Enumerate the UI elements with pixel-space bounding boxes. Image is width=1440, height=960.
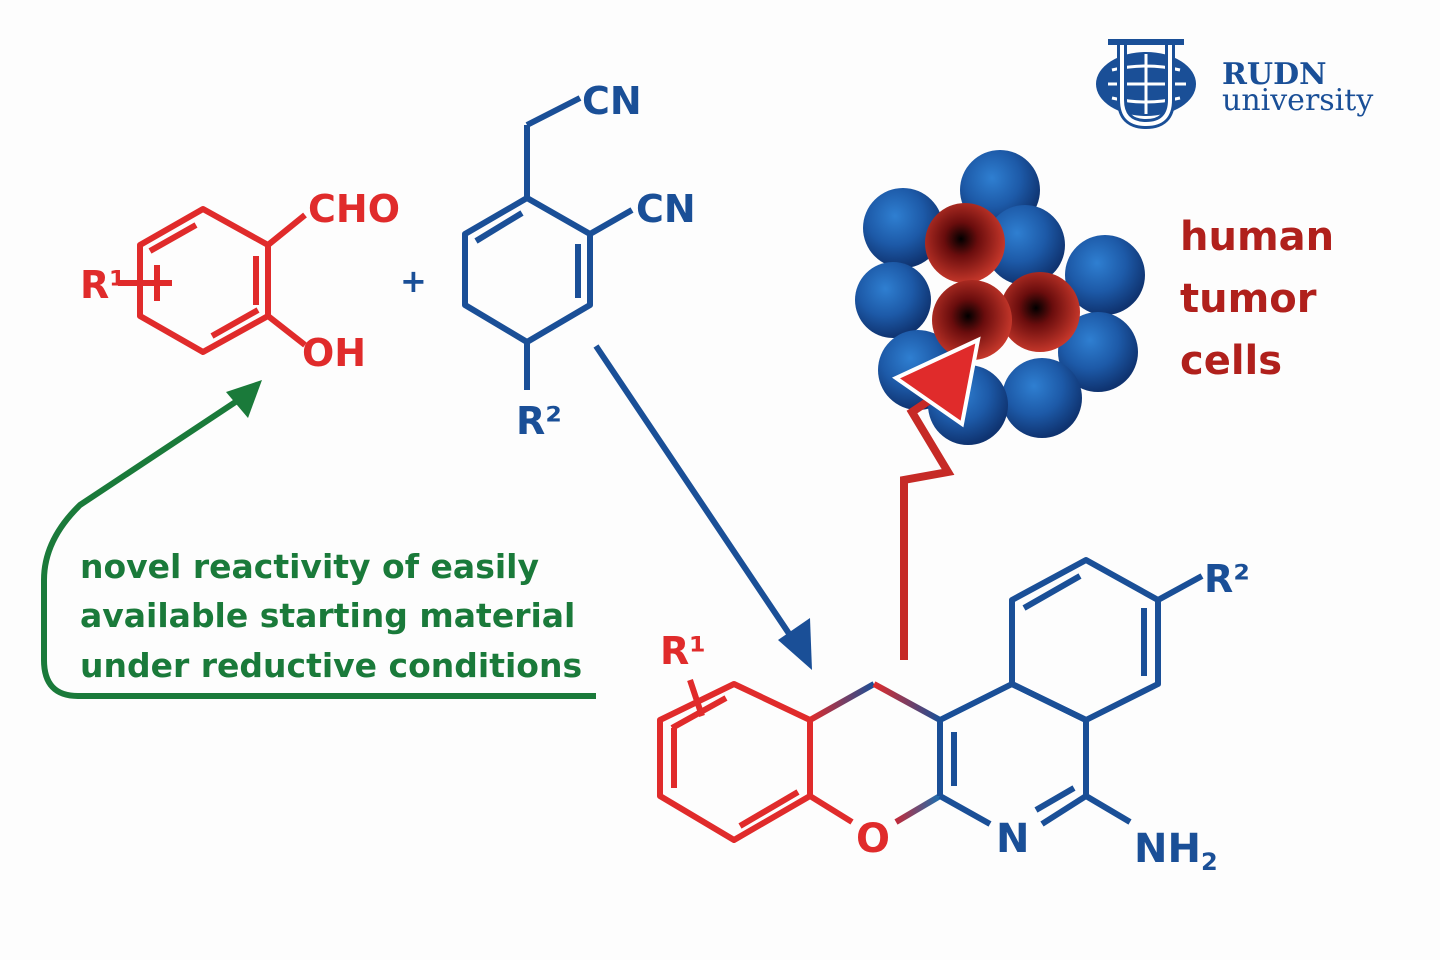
product-right-ring bbox=[1009, 557, 1204, 723]
amine-text: NH bbox=[1134, 826, 1201, 872]
product-left-ring bbox=[657, 679, 854, 843]
rudn-logo: RUDN university bbox=[1096, 39, 1373, 130]
activity-arrow bbox=[891, 336, 981, 660]
product-r1-label: R¹ bbox=[660, 629, 706, 673]
product-molecule bbox=[657, 557, 1204, 843]
tumor-label-line-2: tumor bbox=[1180, 276, 1317, 322]
reactant-dinitrile bbox=[462, 95, 634, 390]
cho-label: CHO bbox=[308, 187, 400, 231]
tumor-label-line-3: cells bbox=[1180, 338, 1282, 384]
product-nitrogen-label: N bbox=[996, 816, 1029, 862]
logo-line1: RUDN bbox=[1222, 57, 1327, 92]
cn-side-label: CN bbox=[636, 187, 696, 231]
oh-label: OH bbox=[302, 331, 366, 375]
reactant-salicylaldehyde bbox=[118, 206, 307, 355]
logo-line2: university bbox=[1222, 83, 1373, 118]
product-amine-label: NH2 bbox=[1134, 826, 1218, 876]
plus-sign: + bbox=[400, 262, 427, 300]
note-line-1: novel reactivity of easily bbox=[80, 547, 539, 586]
amine-subscript: 2 bbox=[1201, 848, 1218, 876]
product-oxygen-label: O bbox=[856, 816, 890, 862]
globe-icon bbox=[1096, 39, 1196, 130]
reaction-arrow bbox=[593, 344, 812, 670]
r1-label: R¹ bbox=[80, 263, 126, 307]
cn-top-label: CN bbox=[582, 79, 642, 123]
tumor-cell-cluster bbox=[855, 150, 1145, 445]
note-line-2: available starting material bbox=[80, 596, 575, 635]
feedback-arrow bbox=[41, 380, 596, 699]
product-r2-label: R² bbox=[1204, 557, 1250, 601]
product-pyridine-ring bbox=[937, 681, 1132, 827]
benzene-ring-2 bbox=[462, 195, 593, 345]
note-line-3: under reductive conditions bbox=[80, 646, 582, 685]
note-text: novel reactivity of easily available sta… bbox=[80, 547, 582, 685]
tumor-label-line-1: human bbox=[1180, 214, 1334, 260]
r2-label-reactant: R² bbox=[516, 399, 562, 443]
tumor-label: human tumor cells bbox=[1180, 214, 1334, 384]
